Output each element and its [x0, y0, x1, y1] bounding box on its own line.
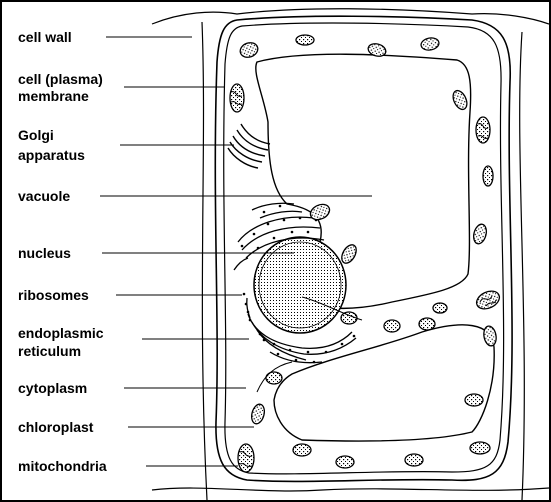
label-ribosomes: ribosomes: [18, 287, 89, 303]
label-cytoplasm: cytoplasm: [18, 380, 87, 396]
nucleus-shape: [254, 237, 346, 333]
label-cell-wall: cell wall: [18, 29, 72, 45]
label-golgi-line1: Golgi: [18, 127, 54, 143]
label-er-line1: endoplasmic: [18, 325, 104, 341]
label-vacuole: vacuole: [18, 188, 70, 204]
label-er-line2: reticulum: [18, 343, 81, 359]
label-chloroplast: chloroplast: [18, 419, 94, 435]
label-cell-membrane-line1: cell (plasma): [18, 71, 103, 87]
golgi-apparatus-shape: [228, 124, 270, 168]
vacuole-lower-shape: [274, 325, 494, 441]
label-nucleus: nucleus: [18, 245, 71, 261]
label-mitochondria: mitochondria: [18, 458, 107, 474]
label-golgi-line2: apparatus: [18, 147, 85, 163]
label-cell-membrane-line2: membrane: [18, 88, 89, 104]
